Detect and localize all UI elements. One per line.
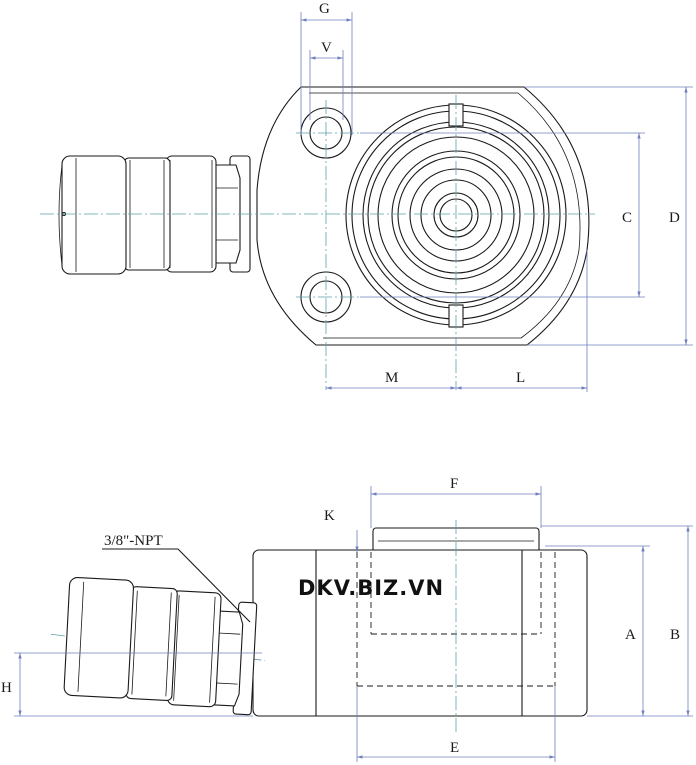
dimension-a bbox=[545, 545, 693, 717]
coupler-side-view bbox=[50, 577, 265, 716]
label-e: E bbox=[450, 740, 459, 756]
label-d: D bbox=[669, 210, 680, 226]
label-l: L bbox=[516, 370, 525, 386]
label-h: H bbox=[1, 680, 12, 696]
dimension-d bbox=[524, 86, 693, 346]
side-view: F K A B E H 3/8"-NPT DKV.BIZ.VN bbox=[1, 476, 693, 762]
watermark: DKV.BIZ.VN bbox=[298, 576, 444, 600]
label-f: F bbox=[450, 476, 458, 492]
dimension-e bbox=[356, 686, 556, 762]
side-body bbox=[252, 549, 588, 717]
dimension-c bbox=[360, 132, 645, 298]
port-note: 3/8"-NPT bbox=[104, 533, 163, 549]
top-view-body bbox=[256, 86, 590, 346]
dimension-v bbox=[309, 50, 344, 120]
dimension-f bbox=[370, 486, 542, 528]
label-b: B bbox=[670, 627, 680, 643]
dimension-b bbox=[541, 525, 693, 716]
port-note-leader bbox=[177, 548, 251, 623]
dimension-g bbox=[300, 12, 353, 135]
dimension-h bbox=[14, 652, 262, 717]
label-a: A bbox=[625, 627, 636, 643]
label-k: K bbox=[324, 508, 335, 524]
label-g: G bbox=[319, 1, 330, 17]
top-view-body-inner-edge bbox=[309, 92, 581, 339]
dimension-m-l bbox=[326, 250, 588, 392]
coupler-top-view bbox=[58, 155, 251, 275]
top-view: G V C D M L bbox=[40, 1, 693, 392]
label-c: C bbox=[622, 210, 632, 226]
label-m: M bbox=[385, 370, 398, 386]
label-v: V bbox=[321, 40, 332, 56]
